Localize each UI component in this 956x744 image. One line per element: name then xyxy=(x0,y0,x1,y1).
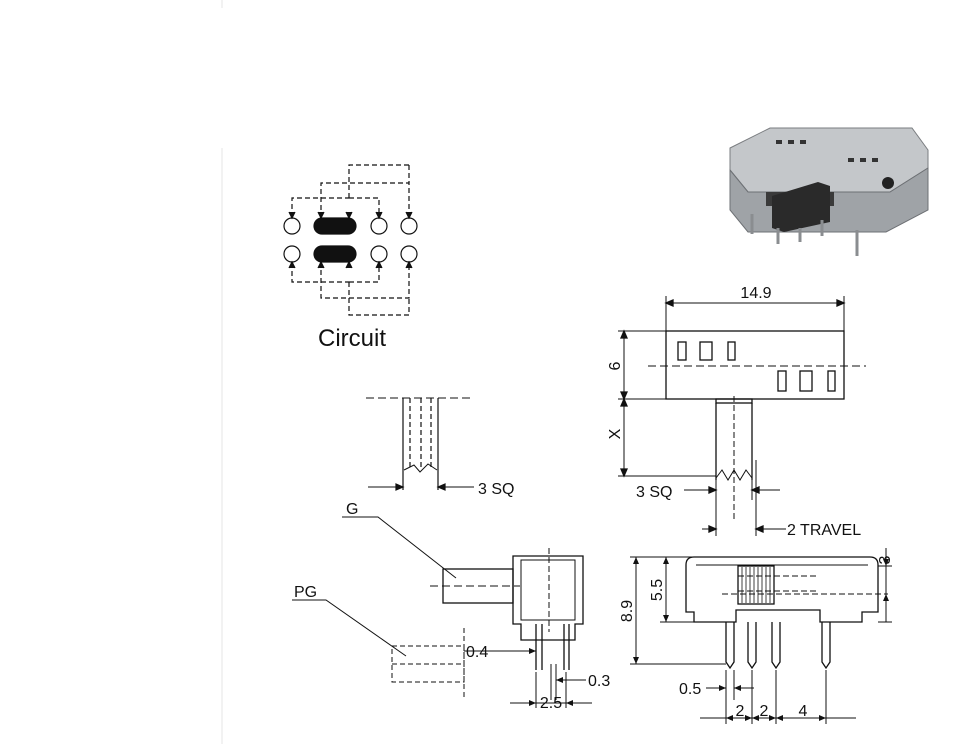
wiring-arrow xyxy=(317,211,325,220)
dim-arrow xyxy=(395,483,405,491)
dim-height-label: 6 xyxy=(607,361,624,370)
top-window xyxy=(827,370,836,392)
callout-g-leader xyxy=(342,516,457,579)
top-view xyxy=(618,296,866,536)
top-window xyxy=(777,370,787,392)
top-window xyxy=(727,341,736,361)
dim-travel-label: 2 TRAVEL xyxy=(787,522,861,539)
dim-arrow xyxy=(708,525,718,533)
dim-04-label: 0.4 xyxy=(466,644,488,661)
dim-pin-width-label: 0.5 xyxy=(679,681,701,698)
wiring-arrow xyxy=(288,211,296,220)
terminal-circle xyxy=(370,245,388,263)
dim-03-label: 0.3 xyxy=(588,673,610,690)
dim-sq-top-label: 3 SQ xyxy=(636,484,672,501)
wiring-arrow xyxy=(405,260,413,269)
switch-photo-top xyxy=(729,127,929,193)
stem-break xyxy=(715,469,753,481)
switch-photo xyxy=(729,127,929,256)
dim-arrow xyxy=(436,483,446,491)
dim-sq-side-label: 3 SQ xyxy=(478,481,514,498)
wiring-arrow xyxy=(375,260,383,269)
wiring-arrow xyxy=(375,211,383,220)
circuit-title: Circuit xyxy=(318,325,386,352)
terminal-circle xyxy=(400,245,418,263)
dim-arrow xyxy=(708,486,718,494)
stem-detail xyxy=(366,397,474,491)
switch-photo-actuator xyxy=(772,182,830,232)
dim-arrow xyxy=(620,397,628,407)
circuit-diagram xyxy=(283,164,418,316)
switch-photo-pins xyxy=(750,214,859,256)
side-view xyxy=(292,516,592,708)
side-body xyxy=(512,555,584,641)
dim-body-height-label: 5.5 xyxy=(649,579,666,601)
dim-pitch-3-label: 4 xyxy=(799,703,808,720)
terminal-circle xyxy=(283,217,301,235)
contact-bar xyxy=(313,245,357,263)
terminal-circle xyxy=(283,245,301,263)
front-body xyxy=(685,556,879,623)
terminal-circle xyxy=(400,217,418,235)
dim-total-height-label: 8.9 xyxy=(619,600,636,622)
top-window xyxy=(699,341,713,361)
wiring-arrow xyxy=(405,211,413,220)
terminal-circle xyxy=(370,217,388,235)
dim-width-label: 14.9 xyxy=(740,285,771,302)
wiring-arrow xyxy=(288,260,296,269)
callout-g: G xyxy=(346,501,358,518)
dim-stem-label: X xyxy=(607,428,624,439)
dim-arrow xyxy=(836,299,846,307)
wiring-arrow xyxy=(345,211,353,220)
dim-arrow xyxy=(750,486,760,494)
front-pins xyxy=(725,622,831,670)
dim-pitch-1-label: 2 xyxy=(736,703,745,720)
dim-25-label: 2.5 xyxy=(540,695,562,712)
switch-photo-rivet xyxy=(882,177,894,189)
dim-arrow xyxy=(620,329,628,339)
dim-arrow xyxy=(664,299,674,307)
front-actuator xyxy=(737,565,775,605)
top-window xyxy=(677,341,687,361)
dim-pitch-2-label: 2 xyxy=(760,703,769,720)
dim-arrow xyxy=(754,525,764,533)
wiring-arrow xyxy=(317,260,325,269)
circuit-wiring xyxy=(291,164,410,316)
callout-pg-leader xyxy=(292,599,407,657)
wiring-arrow xyxy=(345,260,353,269)
callout-pg: PG xyxy=(294,584,317,601)
contact-bar xyxy=(313,217,357,235)
top-window xyxy=(799,370,813,392)
dim-offset-label: 3 xyxy=(877,555,894,564)
dim-arrow xyxy=(620,468,628,478)
dim-arrow xyxy=(620,391,628,401)
top-view-body xyxy=(665,330,845,400)
switch-photo-window xyxy=(776,140,878,162)
front-view xyxy=(630,548,892,724)
